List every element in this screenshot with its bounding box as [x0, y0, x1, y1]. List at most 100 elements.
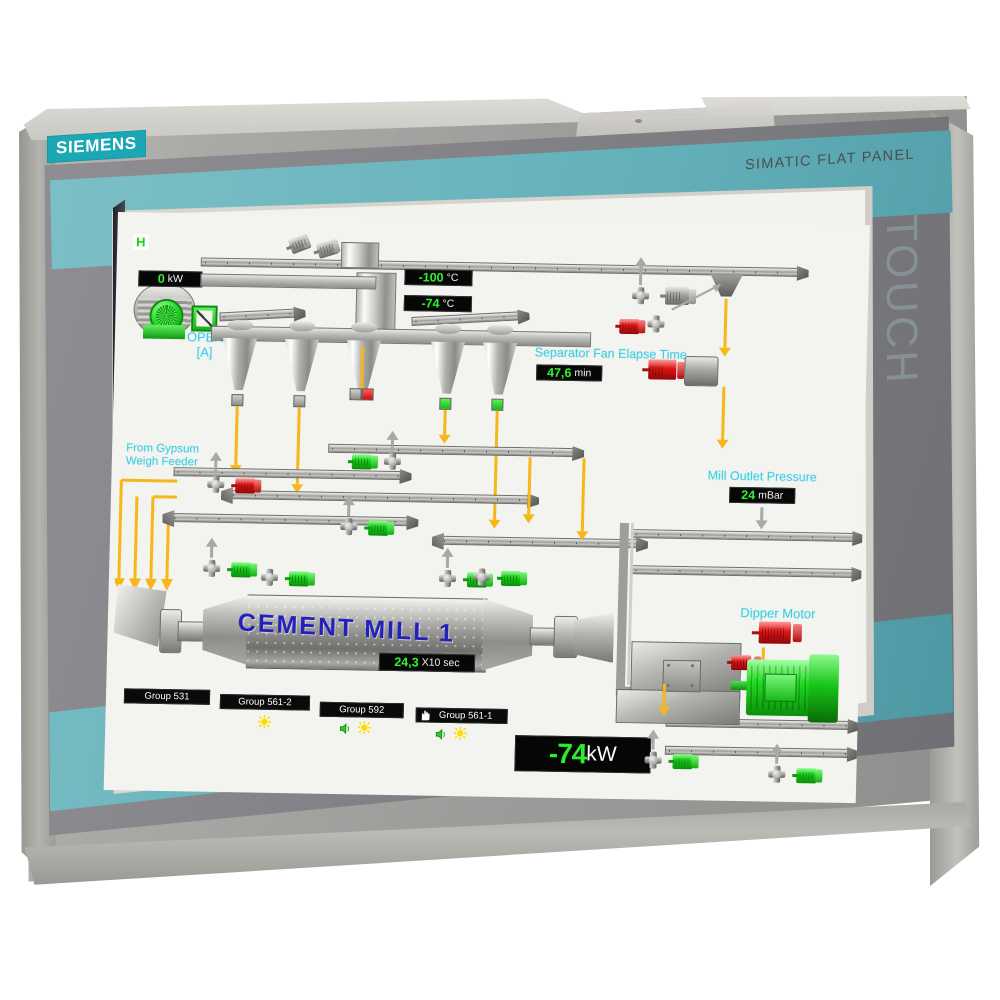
support-beam-upper-left: [200, 273, 377, 290]
motor-right-red-small[interactable]: [615, 318, 646, 335]
conveyor-mid-4: [229, 490, 531, 504]
discharge-cone-4: [430, 342, 465, 395]
cone-valve-indicator-3a[interactable]: [349, 388, 362, 401]
flow-arrow-mid-right-2: [576, 458, 590, 541]
display-separator-fan-elapse-time: 47,6 min: [536, 364, 603, 382]
group-button-2[interactable]: Group 592: [319, 701, 404, 719]
sun-icon-3: [453, 726, 467, 740]
flow-arrow-mid-right-1: [522, 457, 536, 524]
air-arrow-bottom-right-2: [770, 743, 784, 764]
cone-top-4: [435, 323, 462, 335]
air-arrow-outlet-pressure: [754, 507, 769, 530]
hmi-screen-plane: H 0 kW OPEN: [103, 212, 871, 825]
mill-outlet-pressure-value: 24: [741, 488, 756, 503]
mill-power-value: -74: [548, 737, 587, 770]
sun-icon-1: [257, 715, 271, 729]
air-arrow-mid-2: [386, 430, 399, 451]
motor-mill-top-green-1[interactable]: [284, 571, 316, 587]
damper-mode-label: [A]: [196, 344, 213, 360]
motor-mill-top-green-2[interactable]: [497, 570, 528, 587]
cone-top-1: [227, 319, 254, 331]
touch-watermark: TOUCH: [877, 213, 926, 388]
air-arrow-mid-4: [205, 537, 218, 558]
status-badge-h: H: [133, 234, 149, 250]
display-mill-run-time: 24,3 X10 sec: [378, 652, 476, 673]
motor-mid-green-2[interactable]: [364, 520, 395, 536]
display-mill-power: -74 kW: [514, 735, 652, 774]
hmi-process-mimic[interactable]: H 0 kW OPEN: [103, 212, 871, 804]
valve-mid-2[interactable]: [383, 452, 402, 470]
speaker-icon-3: [435, 728, 446, 740]
valve-mill-top-2[interactable]: [473, 568, 491, 586]
separator-fan-power-unit: kW: [167, 272, 184, 286]
conveyor-top-main: [200, 257, 801, 277]
valve-mill-top-1[interactable]: [260, 568, 279, 586]
separator-fan-power-value: 0: [157, 271, 165, 286]
air-arrow-top-right-1: [634, 257, 648, 286]
flow-arrow-cone-2: [291, 407, 305, 494]
blower-right: [683, 355, 719, 387]
motor-top-drive-2[interactable]: [284, 233, 312, 255]
discharge-cone-1: [222, 338, 257, 391]
connector-line-top-right: [671, 283, 721, 311]
motor-bottom-right-green-2[interactable]: [792, 768, 823, 784]
flow-arrow-cone-1: [229, 406, 244, 475]
chute-conveyor-left: [219, 308, 297, 321]
cone-valve-indicator-2[interactable]: [293, 395, 306, 408]
motor-top-drive-1[interactable]: [312, 238, 341, 259]
air-arrow-mid-5: [441, 547, 454, 568]
temp-2-unit: °C: [442, 297, 455, 310]
valve-mid-3[interactable]: [340, 518, 358, 536]
flow-arrow-cone-4: [438, 409, 451, 444]
group-button-1[interactable]: Group 561-2: [219, 693, 311, 711]
motor-mid-green-1[interactable]: [347, 454, 379, 470]
valve-bottom-right-1[interactable]: [644, 751, 662, 769]
valve-mid-4[interactable]: [203, 559, 221, 577]
flow-arrow-right-upper: [718, 298, 732, 357]
group-button-0[interactable]: Group 531: [123, 688, 211, 705]
air-arrow-bottom-right-1: [647, 729, 660, 750]
temp-1-value: -100: [418, 270, 444, 285]
cone-valve-indicator-5[interactable]: [491, 398, 504, 411]
gypsum-feeder-label-line2: Weigh Feeder: [125, 454, 199, 469]
air-arrow-mid-3: [342, 496, 356, 517]
air-arrow-mid-1: [209, 451, 223, 474]
flow-arrow-bottom-right: [657, 683, 671, 716]
dipper-motor-label: Dipper Motor: [740, 605, 816, 622]
temp-1-unit: °C: [446, 271, 459, 284]
motor-bottom-right-green-1[interactable]: [668, 753, 699, 770]
cone-valve-indicator-3b[interactable]: [361, 388, 374, 401]
valve-right-mid[interactable]: [647, 315, 665, 333]
cone-top-3: [351, 322, 378, 333]
valve-bottom-right-2[interactable]: [768, 765, 786, 783]
motor-dipper-red[interactable]: [751, 621, 803, 644]
valve-mid-1[interactable]: [207, 475, 225, 493]
discharge-cone-2: [284, 339, 319, 392]
cone-top-5: [487, 324, 514, 335]
mill-run-time-unit: X10 sec: [421, 656, 460, 670]
display-separator-fan-power: 0 kW: [138, 270, 203, 288]
mill-run-time-value: 24,3: [394, 655, 419, 670]
cone-top-2: [289, 321, 316, 332]
speaker-icon-2: [339, 723, 350, 735]
valve-top-right-1[interactable]: [632, 287, 650, 305]
mill-main-drive-motor[interactable]: [730, 653, 840, 723]
flow-arrow-right-lower: [716, 386, 730, 449]
cone-valve-indicator-4[interactable]: [439, 397, 452, 410]
separator-fan-base: [142, 324, 186, 340]
mill-power-unit: kW: [586, 742, 617, 766]
motor-mid-green-3[interactable]: [227, 562, 258, 578]
top-drive-housing: [340, 241, 380, 269]
mill-outlet-cone: [573, 612, 614, 663]
display-temperature-1: -100 °C: [404, 269, 473, 287]
display-mill-outlet-pressure: 24 mBar: [729, 486, 796, 504]
cone-valve-indicator-1[interactable]: [231, 394, 244, 407]
motor-mid-red-1[interactable]: [231, 478, 262, 494]
gypsum-feeder-label: From Gypsum Weigh Feeder: [126, 442, 199, 468]
display-temperature-2: -74 °C: [403, 295, 473, 313]
mill-outlet-pressure-unit: mBar: [758, 489, 784, 502]
valve-mid-5[interactable]: [438, 569, 457, 587]
temp-2-value: -74: [421, 296, 440, 311]
motor-right-red-large[interactable]: [642, 359, 685, 380]
